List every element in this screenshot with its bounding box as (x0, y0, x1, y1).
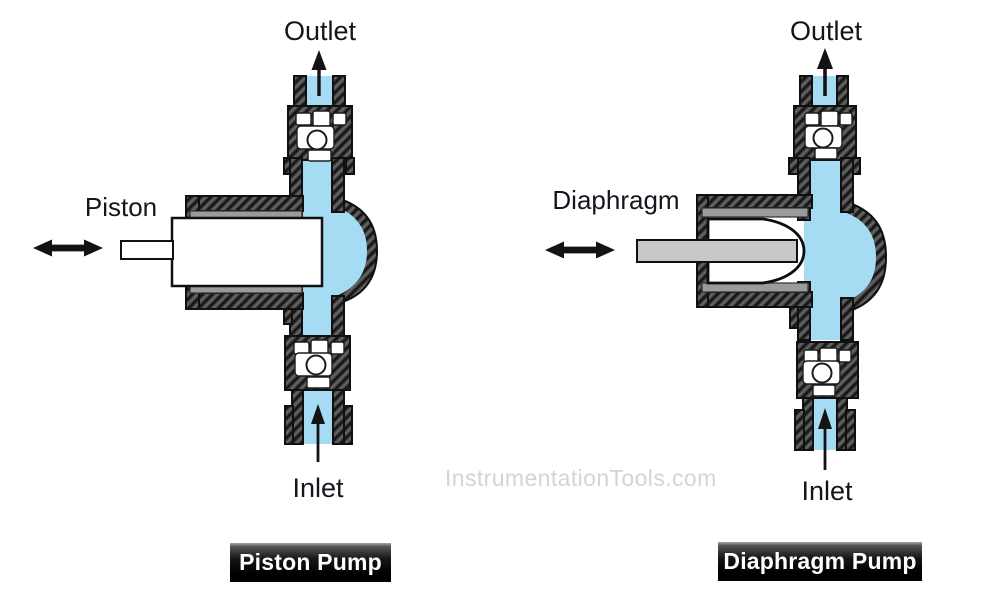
outlet-flow-arrow-icon (817, 48, 833, 96)
reciprocating-motion-arrow-icon (33, 239, 103, 257)
piston-label: Piston (85, 192, 157, 222)
flange (794, 409, 805, 451)
watermark: InstrumentationTools.com (445, 465, 717, 491)
inlet-flow-arrow-icon (311, 404, 325, 462)
check-valve-ball (305, 354, 327, 376)
piston-pump-diagram: Outlet Piston Inlet (33, 16, 379, 503)
valve-cavity (803, 349, 819, 363)
outlet-label: Outlet (284, 16, 357, 46)
piston-pump-housing (185, 75, 355, 445)
outlet-label: Outlet (790, 16, 863, 46)
pump-chamber-fluid (330, 205, 367, 298)
valve-cavity (330, 341, 345, 355)
valve-cavity (293, 341, 310, 355)
piston-rod (120, 240, 174, 260)
check-valve-ball (306, 129, 328, 151)
outlet-pipe-wall (293, 75, 307, 109)
valve-cavity (820, 110, 839, 127)
outlet-pipe-wall (799, 75, 813, 109)
cylinder-liner-band (701, 207, 809, 218)
diaphragm-pump-caption: Diaphragm Pump (718, 542, 922, 581)
valve-cavity (307, 149, 332, 162)
piston-pump-caption: Piston Pump (230, 543, 391, 582)
diaphragm-label: Diaphragm (552, 185, 679, 215)
inlet-label: Inlet (801, 476, 853, 506)
inlet-check-valve (293, 339, 345, 389)
outlet-pipe-wall (332, 75, 346, 109)
flange (284, 405, 294, 445)
outlet-check-valve (804, 110, 853, 160)
cylinder-arm-top (185, 195, 304, 212)
inlet-flow-arrow-icon (818, 408, 832, 470)
valve-cavity (814, 147, 838, 160)
cylinder-arm-bottom (696, 291, 813, 308)
outlet-check-valve (295, 110, 347, 162)
valve-cavity (312, 110, 331, 127)
piston-block (170, 216, 324, 288)
valve-cavity (804, 112, 820, 126)
flange (343, 405, 353, 445)
flange (788, 157, 799, 175)
cylinder-arm-top (696, 194, 813, 209)
inlet-pipe-wall (332, 389, 345, 445)
flange (845, 409, 856, 451)
pump-chamber-fluid (838, 210, 876, 304)
check-valve-ball (811, 362, 833, 384)
pipe-wall (840, 297, 854, 341)
inlet-check-valve (802, 347, 852, 397)
valve-cavity (839, 112, 853, 126)
outlet-pipe-wall (836, 75, 849, 109)
valve-cavity (332, 112, 347, 126)
valve-cavity (306, 376, 331, 389)
valve-cavity (295, 112, 312, 126)
outlet-flow-arrow-icon (311, 50, 327, 96)
diaphragm-pump-diagram: Outlet Diaphragm Inlet (545, 16, 888, 506)
valve-cavity (838, 349, 852, 363)
cylinder-arm-bottom (185, 292, 304, 310)
reciprocating-motion-arrow-icon (545, 241, 615, 259)
check-valve-ball (812, 127, 834, 149)
flange (345, 157, 355, 175)
pipe-wall (840, 157, 854, 213)
pipe-wall (331, 157, 345, 213)
valve-cavity (812, 384, 836, 397)
pipe-wall (331, 295, 345, 339)
inlet-label: Inlet (292, 473, 344, 503)
diaphragm-rod (636, 239, 798, 263)
